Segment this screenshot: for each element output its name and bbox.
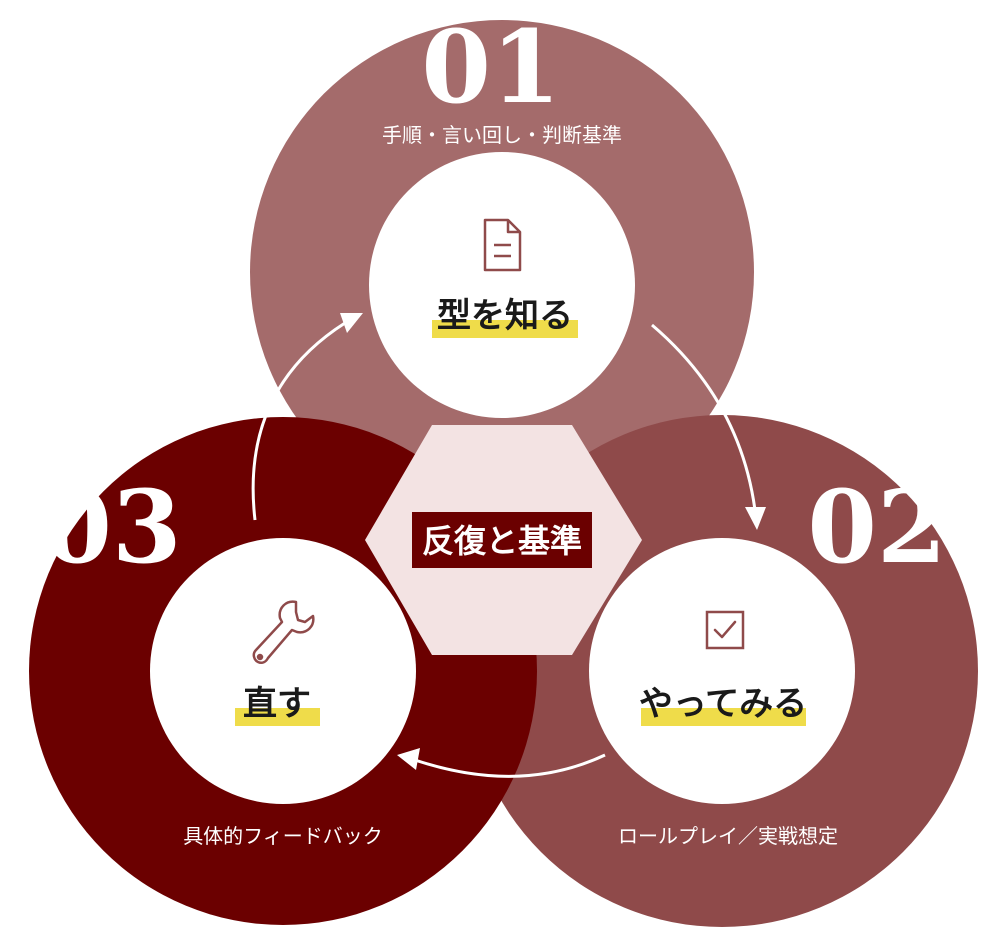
cycle-arrow-02-to-03 bbox=[397, 748, 606, 778]
step-03-number: 03 bbox=[42, 468, 181, 586]
step-02-number: 02 bbox=[807, 468, 946, 586]
step-03-description: 具体的フィードバック bbox=[183, 824, 383, 848]
step-01-number: 01 bbox=[421, 8, 560, 126]
step-02-inner-circle bbox=[589, 538, 855, 804]
wrench-icon bbox=[252, 600, 315, 665]
center-label: 反復と基準 bbox=[422, 522, 582, 560]
step-01-title: 型を知る bbox=[437, 296, 573, 336]
checkbox-icon bbox=[705, 610, 745, 650]
cycle-arrow-01-to-02 bbox=[651, 323, 766, 530]
step-02-title-highlight bbox=[641, 708, 806, 726]
step-03-title-highlight bbox=[235, 708, 320, 726]
step-03-title: 直す bbox=[243, 684, 311, 724]
step-02-title: やってみる bbox=[639, 684, 807, 724]
step-01-title-highlight bbox=[432, 320, 578, 338]
center-label-background bbox=[412, 512, 592, 568]
cycle-arrow-03-to-01 bbox=[251, 313, 363, 521]
step-01-description: 手順・言い回し・判断基準 bbox=[382, 123, 622, 147]
step-01-inner-circle bbox=[369, 152, 635, 418]
step-03-inner-circle bbox=[150, 538, 416, 804]
document-icon bbox=[483, 218, 522, 272]
step-02-description: ロールプレイ／実戦想定 bbox=[618, 824, 838, 848]
